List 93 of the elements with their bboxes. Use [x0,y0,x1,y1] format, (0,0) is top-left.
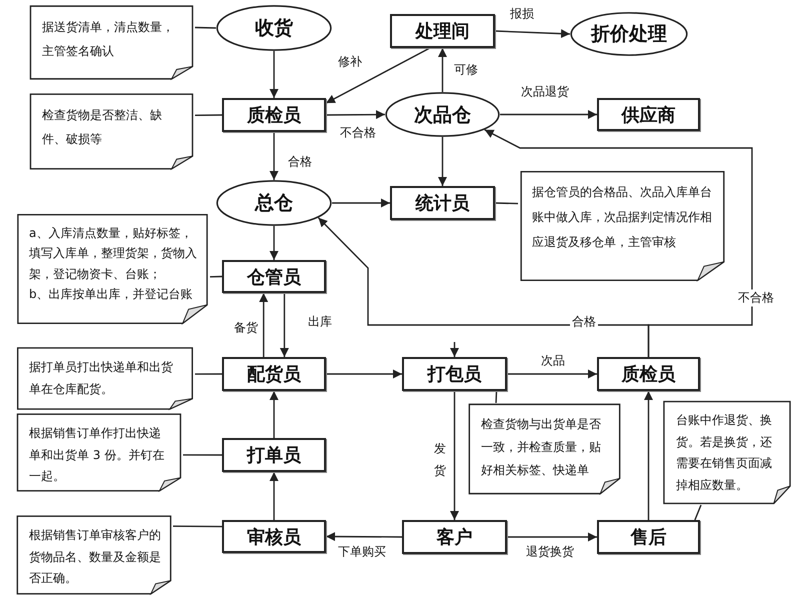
note-text: 检查货物是否整洁、缺件、破损等 [42,107,163,148]
arrow [500,110,597,119]
note-text: 据仓管员的合格品、次品入库单台账中做入库，次品据判定情况作相应退货及移仓单，主管审核 [532,184,713,252]
node-label: 客户 [436,526,472,549]
arrow [270,226,278,260]
note-card [28,93,195,170]
arrow [644,391,653,520]
process-box [390,14,495,48]
edge-label: 不合格 [736,290,776,306]
note-card [518,170,727,282]
note-card [15,347,195,410]
note-card [15,515,173,595]
ellipse-node [216,5,332,51]
arrow [507,532,597,542]
note-text: 根据销售订单审核客户的货物品名、数量及金额是否正确。 [29,527,161,588]
node-label: 折价处理 [591,22,667,47]
connector-line [194,26,216,29]
node-label: 仓管员 [247,266,301,288]
process-box [597,357,700,391]
edge-label: 次品 [539,352,567,370]
process-box [222,260,326,293]
connector-line [195,114,222,116]
arrow [326,370,402,378]
arrow [438,137,447,186]
process-box [222,438,326,472]
edge-label: 修补 [336,54,364,70]
arrow [270,132,278,180]
arrow [280,293,289,357]
node-label: 次品仓 [414,102,471,128]
edge-label: 不合格 [338,124,378,142]
note-card [15,413,183,492]
arrow [450,342,459,357]
arrow [270,51,278,98]
node-label: 打单员 [247,444,301,467]
edge-label: 可修 [452,62,480,78]
note-text: 检查货物与出货单是否一致，并检查质量，贴好相关标签、快递单 [481,416,602,479]
ellipse-node [570,12,688,56]
arrow [450,391,459,520]
note-text: 据送货清单，清点数量，主管签名确认 [42,19,175,60]
process-box [597,520,700,554]
edge-label: 备货 [232,320,260,336]
edge-label: 退货换货 [524,544,576,560]
arrow [484,129,753,357]
note-text: 根据销售订单作打出快递单和出货单 3 份。并钉在一起。 [29,425,166,486]
node-label: 收货 [255,16,293,41]
arrow [326,47,430,104]
connector-line [495,390,498,404]
node-label: 质检员 [247,104,301,127]
connector-line [494,202,518,204]
note-card [15,213,210,325]
node-label: 售后 [630,526,666,549]
process-box [390,186,495,220]
connector-line [210,276,222,278]
edge-label: 合格 [286,154,314,170]
process-box [222,357,326,391]
process-box [402,520,507,554]
arrow [326,532,402,542]
arrow [259,293,268,357]
arrow [438,48,447,92]
arrow [326,110,385,120]
process-box [402,357,507,391]
node-label: 统计员 [416,192,470,215]
process-box [222,520,326,553]
ellipse-node [385,92,500,137]
note-text: 台账中作退货、换货。若是换货，还需要在销售页面减掉相应数量。 [676,412,773,494]
process-box [222,98,326,132]
note-card [28,5,195,80]
ellipse-node [216,180,332,226]
process-box [597,98,700,131]
arrow [270,472,278,520]
node-label: 打包员 [428,363,482,386]
note-card [467,403,622,495]
note-text: b、出库按单出库，并登记台账 [29,286,193,304]
connector-line [173,526,222,528]
node-label: 总仓 [255,191,293,216]
node-label: 配货员 [247,363,301,386]
connector-line [195,373,222,375]
edge-label: 次品退货 [519,84,571,100]
edge-label: 报损 [508,6,536,22]
arrow [494,29,570,38]
node-label: 质检员 [622,363,676,386]
node-label: 处理间 [416,20,470,43]
edge-label: 合格 [570,314,598,330]
arrow [270,391,278,438]
node-label: 审核员 [247,526,301,548]
arrow [332,198,390,208]
note-text: 据打单员打出快递单和出货单在仓库配货。 [29,359,174,398]
arrow [507,370,597,378]
node-label: 供应商 [622,104,676,126]
edge-label: 下单购买 [336,544,388,560]
note-card [662,400,792,505]
connector-line [183,454,222,456]
connector-line [694,504,702,520]
